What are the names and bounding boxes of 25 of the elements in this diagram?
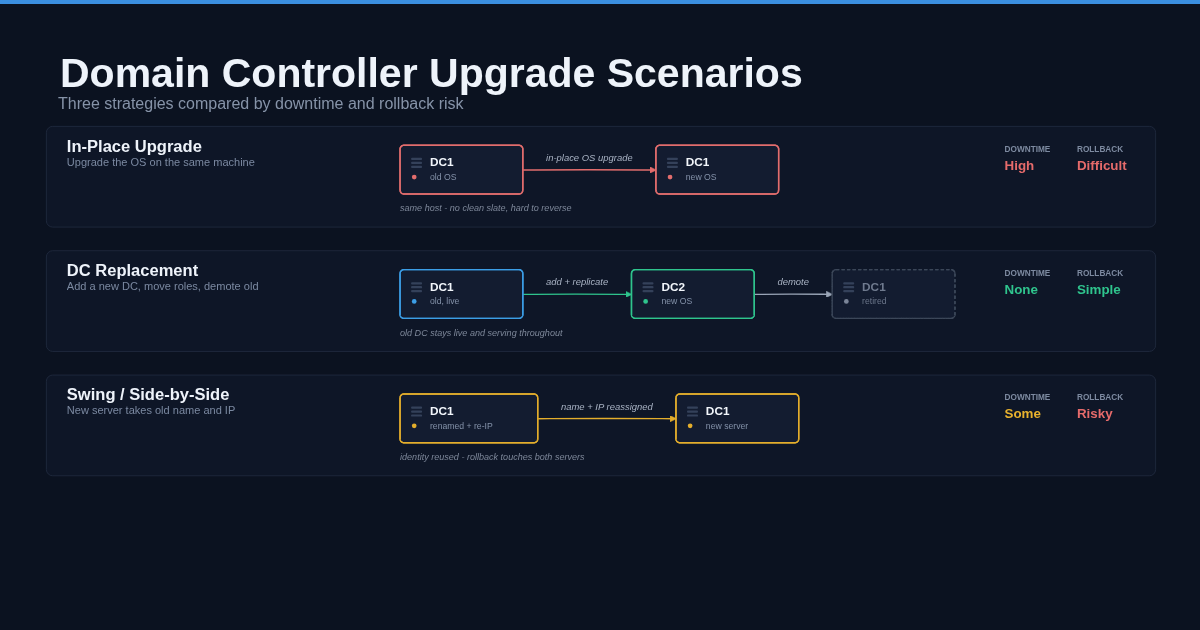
panel-note: old DC stays live and serving throughout <box>400 327 563 338</box>
diagram-title: Domain Controller Upgrade Scenarios <box>60 49 803 97</box>
panel-title: In-Place Upgrade Upgrade the OS on the same machine <box>66 137 255 169</box>
server-node: DC1 new server <box>675 393 800 444</box>
server-node: DC1 retired <box>831 268 956 320</box>
metric-value: Risky <box>1076 406 1113 422</box>
metric-value: Difficult <box>1076 157 1127 173</box>
metric-value: None <box>1004 282 1038 297</box>
metric-value: Some <box>1004 406 1041 422</box>
server-node: DC2 new OS <box>630 268 755 320</box>
edge-label: name + IP reassigned <box>560 401 653 413</box>
server-node: DC1 new OS <box>655 144 780 195</box>
server-node: DC1 old, live <box>399 268 524 320</box>
metric-value: Simple <box>1076 282 1121 297</box>
panel-title: DC Replacement Add a new DC, move roles, demote old <box>66 261 259 293</box>
edge-label: in-place OS upgrade <box>546 152 633 164</box>
panel-title: Swing / Side-by-Side New server takes old name and IP <box>66 386 236 417</box>
server-node: DC1 old OS <box>399 144 524 195</box>
edge-label: demote <box>777 276 809 288</box>
server-node: DC1 renamed + re-IP <box>399 393 539 444</box>
diagram-subtitle: Three strategies compared by downtime and rollback risk <box>58 95 464 114</box>
metric-value: High <box>1004 157 1035 173</box>
panel-note: same host - no clean slate, hard to reverse <box>400 203 572 214</box>
panel-note: identity reused - rollback touches both servers <box>400 452 585 463</box>
edge-label: add + replicate <box>546 276 609 288</box>
